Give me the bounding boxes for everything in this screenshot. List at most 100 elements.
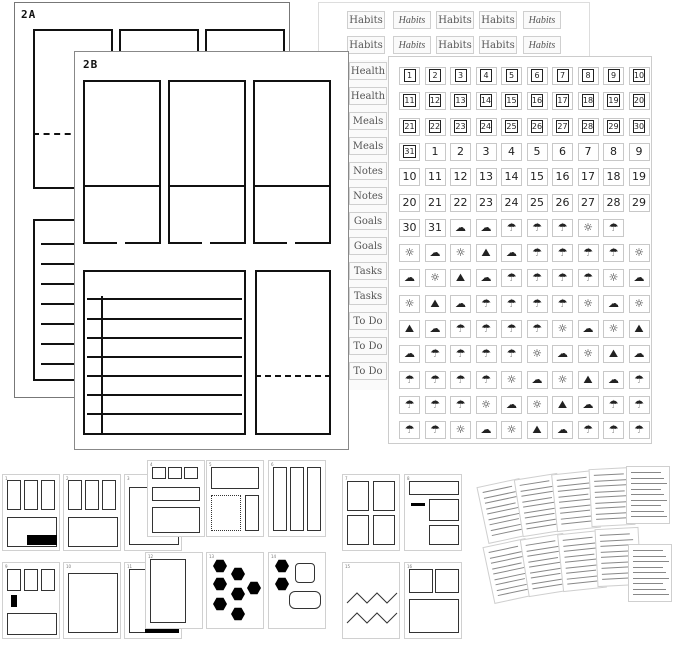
stencil-line — [253, 242, 287, 244]
weather-icon-sticker: ☂ — [577, 421, 599, 440]
mini-sticker-row — [566, 574, 600, 580]
weather-icon-sticker: ☂ — [450, 320, 471, 338]
date-sticker: 30 — [399, 218, 420, 237]
tab-sticker-sheet: Habits Habits Habits Habits Habits Habit… — [318, 2, 590, 62]
mini-sticker-row — [522, 496, 552, 503]
thumb-shape — [7, 517, 57, 547]
weather-icon-sticker: ☂ — [526, 269, 548, 288]
date-sticker-number: 12 — [428, 94, 442, 108]
habits-tab-sticker: Habits — [479, 11, 517, 29]
thumbnail-number: 3 — [127, 476, 130, 481]
mini-sticker-row — [631, 516, 667, 517]
mini-sticker-row — [595, 511, 629, 515]
habits-tab-sticker: Habits — [523, 11, 561, 29]
habits-tab-sticker: Habits — [347, 11, 385, 29]
mini-sticker-row — [631, 510, 664, 512]
thumbnail-number: 15 — [345, 564, 351, 569]
date-sticker: ☂ — [501, 218, 522, 237]
date-sticker-number: 27 — [556, 119, 569, 133]
date-sticker-number: 31 — [403, 144, 416, 158]
hexagon-shape — [275, 577, 289, 591]
stencil-line — [87, 413, 242, 415]
date-sticker-number: 23 — [454, 119, 467, 133]
date-sticker: 27 — [552, 117, 573, 136]
thumb-shape — [168, 467, 182, 479]
thumbnail-number: 11 — [127, 564, 133, 569]
thumb-shape — [409, 599, 459, 633]
date-sticker: 16 — [526, 92, 548, 111]
weather-icon-sticker: ☂ — [501, 294, 522, 313]
zigzag-line — [346, 592, 398, 624]
date-sticker: 18 — [603, 168, 624, 187]
mini-sticker-row — [631, 494, 664, 495]
stencil-cutout — [205, 29, 285, 69]
date-sticker: 19 — [603, 92, 624, 111]
date-sticker-number: 11 — [403, 94, 416, 108]
mini-sticker-row — [566, 569, 597, 574]
weather-icon-sticker: ☁ — [424, 320, 446, 338]
side-tab: Tasks — [349, 287, 387, 305]
weather-icon-sticker: ☼ — [603, 320, 624, 338]
date-sticker: 5 — [501, 67, 522, 85]
hexagon-shape — [213, 577, 227, 591]
thumb-shape — [41, 569, 55, 591]
weather-icon-sticker: ☂ — [501, 320, 522, 338]
mini-sticker-row — [631, 505, 661, 506]
side-tab: Health — [349, 62, 387, 80]
date-sticker: 17 — [552, 92, 573, 111]
date-sticker: ☼ — [577, 218, 599, 237]
weather-icon-sticker: ☂ — [552, 269, 573, 288]
stencil-line — [41, 263, 91, 265]
mini-sticker-row — [631, 499, 667, 501]
stencil-line — [168, 185, 246, 187]
stencil-cutout — [83, 80, 161, 243]
mini-sticker-row — [564, 553, 595, 558]
habits-tab-sticker: Habits — [436, 11, 474, 29]
thumb-shape — [435, 569, 459, 593]
date-sticker: ☁ — [475, 218, 497, 237]
mini-sticker-row — [525, 540, 556, 546]
stencil-line — [41, 343, 91, 345]
date-sticker-number: 20 — [632, 94, 646, 108]
mini-sticker-row — [524, 512, 555, 519]
weather-icon-sticker: ☁ — [501, 395, 522, 414]
mini-sticker-row — [560, 509, 591, 514]
hexagon-shape — [231, 587, 245, 601]
date-sticker: 24 — [501, 193, 522, 212]
date-sticker: 10 — [399, 168, 420, 187]
date-sticker-number: 17 — [556, 94, 569, 108]
date-sticker-number: 18 — [581, 94, 595, 108]
mini-sticker-row — [633, 572, 666, 573]
thumbnail-number: 8 — [407, 476, 410, 481]
date-sticker: 17 — [577, 168, 599, 187]
stencil-thumbnail: 15 — [342, 562, 400, 639]
date-sticker-number: 16 — [530, 94, 544, 108]
weather-icon-sticker: ☼ — [603, 269, 624, 288]
date-sticker: 12 — [424, 92, 446, 111]
date-sticker-number: 25 — [505, 119, 518, 133]
weather-icon-sticker: ☂ — [399, 370, 420, 389]
thumb-shape — [68, 480, 82, 510]
weather-icon-sticker: ☁ — [501, 244, 522, 263]
date-sticker: 13 — [450, 92, 471, 111]
date-sticker: 22 — [450, 193, 471, 212]
weather-icon-sticker: ☼ — [552, 320, 573, 338]
date-sticker: 22 — [424, 117, 446, 136]
weather-icon-sticker: ☁ — [552, 421, 573, 440]
date-sticker: ☁ — [450, 218, 471, 237]
thumb-shape — [347, 481, 369, 511]
weather-icon-sticker: ☼ — [628, 294, 650, 313]
weather-icon-sticker: ☼ — [577, 294, 599, 313]
mini-sticker-row — [556, 476, 587, 481]
date-sticker: 6 — [552, 142, 573, 161]
date-sticker-number: 22 — [428, 119, 442, 133]
date-sticker: 1 — [399, 67, 420, 85]
mini-sticker-row — [633, 577, 669, 579]
date-sticker: 15 — [526, 168, 548, 187]
weather-icon-sticker: ☁ — [577, 395, 599, 414]
date-sticker: 27 — [577, 193, 599, 212]
mini-sticker-row — [633, 561, 669, 562]
weather-icon-sticker: ☁ — [399, 269, 420, 288]
stencil-thumbnail: 14 — [268, 552, 326, 629]
thumb-shape — [7, 613, 57, 635]
